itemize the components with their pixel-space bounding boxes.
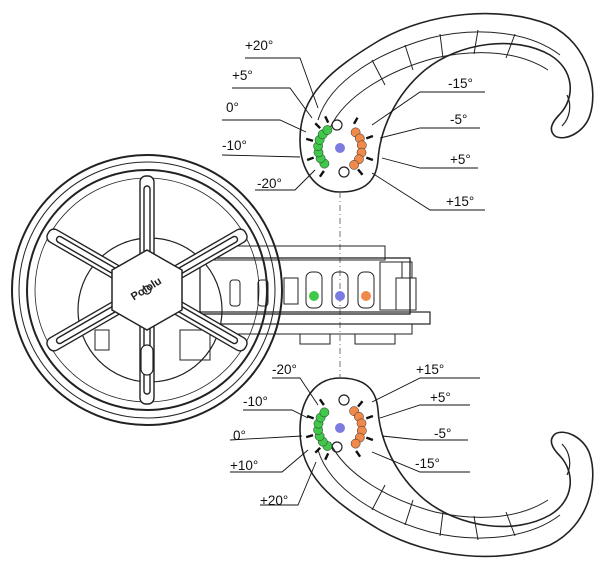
bottom-left-angle-labels: -20° -10° 0° +10° +20° bbox=[229, 362, 319, 508]
chassis-green-hole bbox=[309, 291, 319, 301]
top-center-hole-blue bbox=[335, 143, 345, 153]
bottom-hole-plate bbox=[331, 394, 350, 453]
tick-mark bbox=[318, 398, 325, 406]
tick-mark bbox=[305, 434, 314, 439]
top-left-angle-labels: +20° +5° 0° -10° -20° bbox=[221, 38, 319, 191]
tick-mark bbox=[365, 156, 374, 162]
tick-mark bbox=[352, 117, 359, 125]
chassis-blue-hole bbox=[335, 291, 345, 301]
top-angle-minus5: -5° bbox=[450, 112, 467, 127]
top-hole-plate bbox=[331, 119, 350, 178]
top-angle-plus5: +5° bbox=[232, 68, 253, 83]
top-angle-minus15: -15° bbox=[448, 76, 473, 91]
bottom-angle-0: 0° bbox=[233, 428, 246, 443]
chassis-orange-hole bbox=[361, 291, 371, 301]
tick-mark bbox=[318, 170, 325, 178]
green-hole bbox=[319, 407, 330, 418]
top-angle-plus5-right: +5° bbox=[450, 152, 471, 167]
top-angle-0: 0° bbox=[226, 100, 239, 115]
bottom-arc-bracket bbox=[299, 377, 594, 558]
top-angle-minus20: -20° bbox=[257, 176, 282, 191]
bottom-angle-plus10: +10° bbox=[230, 458, 258, 473]
wheel: Pololu bbox=[11, 154, 283, 426]
top-angle-plus15: +15° bbox=[446, 194, 474, 209]
tick-mark bbox=[365, 436, 374, 442]
bottom-angle-minus20: -20° bbox=[272, 362, 297, 377]
bottom-right-angle-labels: +15° +5° -5° -15° bbox=[371, 362, 480, 473]
tick-mark bbox=[305, 137, 314, 142]
top-angle-minus10: -10° bbox=[222, 138, 247, 153]
top-angle-plus20: +20° bbox=[245, 38, 273, 53]
top-arc-bracket bbox=[299, 12, 594, 193]
bottom-angle-minus15: -15° bbox=[415, 456, 440, 471]
top-green-hole-arc bbox=[313, 125, 333, 169]
tick-mark bbox=[357, 400, 364, 408]
tick-mark bbox=[357, 168, 364, 176]
tick-mark bbox=[306, 156, 315, 162]
tick-mark bbox=[355, 450, 362, 458]
bottom-angle-plus15: +15° bbox=[416, 362, 444, 377]
bottom-orange-hole-arc bbox=[349, 406, 367, 449]
bottom-green-hole-arc bbox=[313, 407, 333, 451]
tick-mark bbox=[324, 452, 330, 461]
tick-mark bbox=[314, 122, 322, 130]
tick-mark bbox=[365, 414, 374, 420]
tick-mark bbox=[324, 115, 330, 124]
bottom-center-hole-blue bbox=[335, 423, 345, 433]
tick-mark bbox=[306, 414, 315, 420]
green-hole bbox=[322, 125, 333, 135]
tick-mark bbox=[314, 446, 322, 454]
bottom-angle-minus5: -5° bbox=[434, 426, 451, 441]
bottom-angle-plus5: +5° bbox=[430, 390, 451, 405]
orange-hole bbox=[350, 438, 361, 449]
bottom-tick-marks bbox=[305, 398, 374, 461]
bottom-angle-plus20: +20° bbox=[260, 493, 288, 508]
bottom-angle-minus10: -10° bbox=[243, 394, 268, 409]
tick-mark bbox=[365, 134, 374, 140]
top-tick-marks bbox=[305, 115, 374, 178]
wheel-spokes bbox=[46, 175, 248, 405]
top-orange-hole-arc bbox=[349, 127, 367, 170]
top-right-angle-labels: -15° -5° +5° +15° bbox=[371, 76, 485, 211]
orange-hole bbox=[349, 160, 359, 170]
